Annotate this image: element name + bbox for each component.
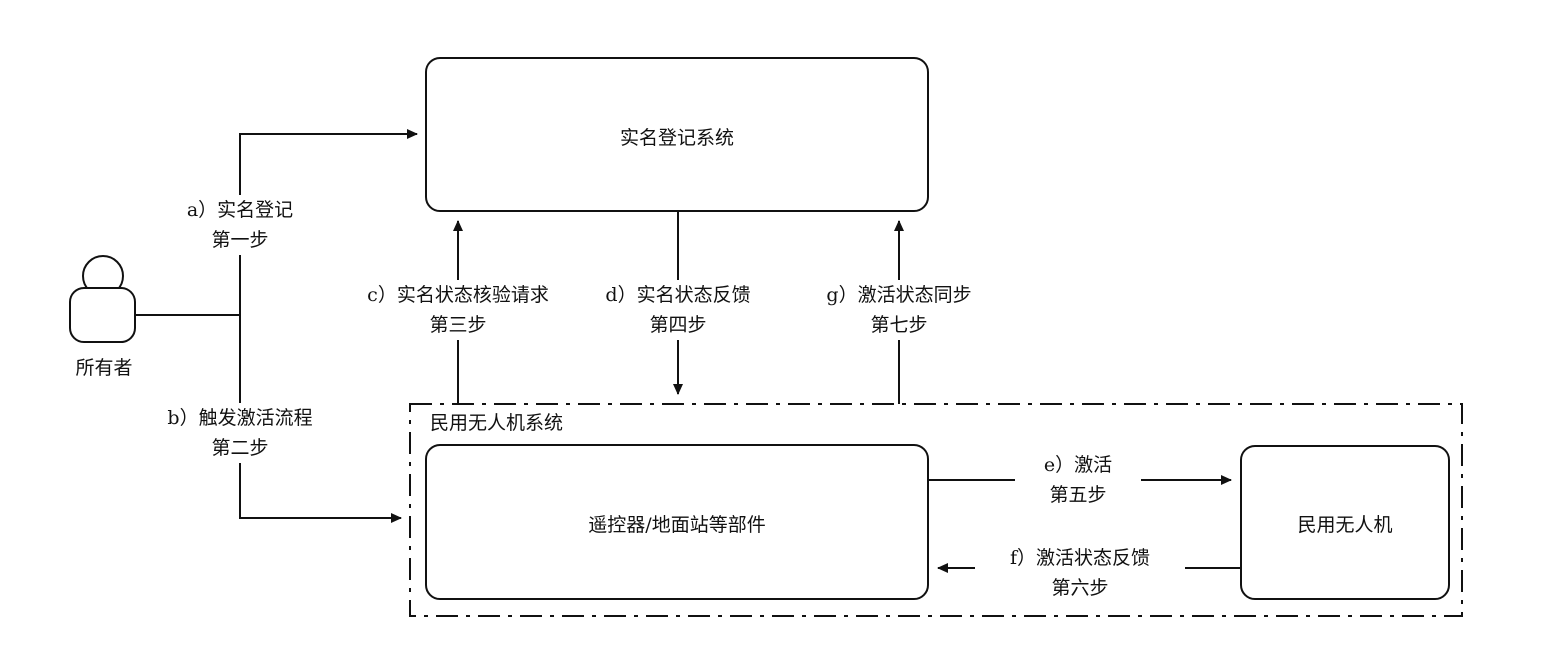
controller-box[interactable]	[425, 444, 929, 600]
edge-a-step: 第一步	[211, 229, 269, 251]
edge-b-label: b）触发激活流程 第二步	[140, 403, 340, 463]
edge-d-step: 第四步	[649, 314, 707, 336]
edge-c-label: c）实名状态核验请求 第三步	[348, 280, 568, 340]
edge-f-step: 第六步	[1051, 577, 1109, 599]
edge-c-text: c）实名状态核验请求	[367, 284, 549, 306]
edge-b-line	[239, 315, 402, 523]
edge-d-label: d）实名状态反馈 第四步	[578, 280, 778, 340]
uav-label: 民用无人机	[1297, 514, 1393, 536]
edge-d-text: d）实名状态反馈	[605, 284, 751, 306]
edge-f-label: f）激活状态反馈 第六步	[975, 543, 1185, 603]
person-icon	[69, 255, 136, 343]
registration-system-label: 实名登记系统	[619, 127, 734, 149]
uav-system-group-label: 民用无人机系统	[430, 412, 564, 434]
edge-b-text: b）触发激活流程	[167, 407, 313, 429]
edge-g-text: g）激活状态同步	[826, 284, 972, 306]
edge-c-step: 第三步	[429, 314, 487, 336]
edge-a-label: a）实名登记 第一步	[150, 195, 330, 255]
uav-system-group-border	[409, 403, 1463, 617]
edge-g-step: 第七步	[870, 314, 928, 336]
edge-e-label: e）激活 第五步	[1015, 450, 1141, 510]
owner-label: 所有者	[75, 357, 133, 379]
edge-f-text: f）激活状态反馈	[1009, 547, 1151, 569]
edge-a-text: a）实名登记	[186, 199, 294, 221]
controller-label: 遥控器/地面站等部件	[588, 514, 766, 536]
edge-g-label: g）激活状态同步 第七步	[799, 280, 999, 340]
edge-e-text: e）激活	[1043, 454, 1113, 476]
uav-box[interactable]	[1240, 445, 1450, 600]
edge-b-step: 第二步	[211, 437, 269, 459]
edge-e-step: 第五步	[1049, 484, 1107, 506]
